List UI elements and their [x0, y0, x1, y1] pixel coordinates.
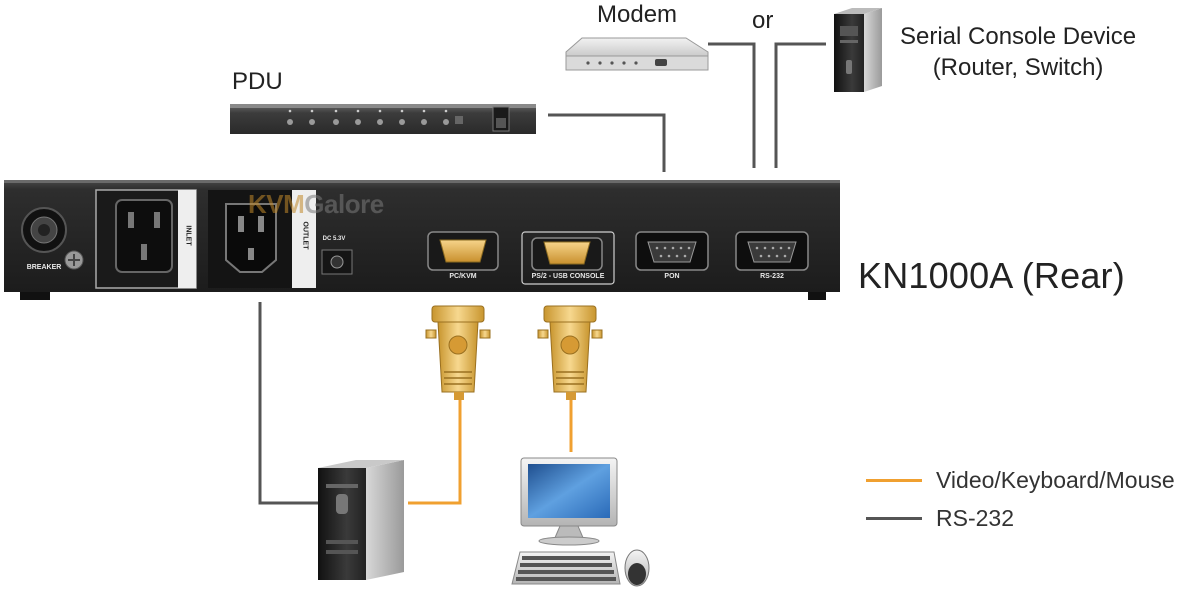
legend-swatch-rs232: [866, 517, 922, 520]
legend-item-video: Video/Keyboard/Mouse: [866, 467, 1175, 494]
pon-port: [647, 241, 697, 263]
pc-tower: [318, 460, 404, 580]
pdu-device: [230, 104, 536, 134]
ac-inlet: [115, 199, 173, 273]
dc-label: DC 5.3V: [322, 236, 346, 242]
console-port: [543, 241, 591, 265]
rs232-port-label: RS-232: [760, 273, 784, 280]
console-monitor: [520, 457, 618, 546]
dc-jack: [321, 249, 353, 275]
watermark-logo: KVMGalore: [248, 189, 384, 219]
console-mouse: [624, 549, 650, 587]
pc-kvm-cable: [408, 398, 462, 505]
serial-console-label-line2: (Router, Switch): [932, 54, 1104, 81]
pc-kvm-port-label: PC/KVM: [449, 273, 477, 280]
rs232-port: [747, 241, 797, 263]
inlet-label: INLET: [184, 225, 192, 246]
pc-rs232-cable: [258, 302, 320, 505]
pdu-label: PDU: [232, 68, 283, 95]
modem-device: [565, 37, 709, 71]
device-name-label: KN1000A (Rear): [858, 255, 1125, 296]
console-port-label: PS/2 - USB CONSOLE: [531, 273, 605, 280]
console-keyboard: [511, 551, 621, 585]
breaker-label: BREAKER: [26, 264, 62, 271]
modem-label: Modem: [597, 1, 678, 28]
legend-label-rs232: RS-232: [936, 505, 1014, 531]
serial-console-device: [834, 8, 882, 92]
serial-console-label-line1: Serial Console Device: [900, 23, 1137, 50]
legend-swatch-video: [866, 479, 922, 482]
legend-label-video: Video/Keyboard/Mouse: [936, 467, 1175, 493]
rs232-cables: [258, 42, 826, 505]
pon-port-label: PON: [664, 273, 680, 280]
legend-item-rs232: RS-232: [866, 505, 1014, 532]
pc-kvm-port: [439, 239, 487, 263]
outlet-label: OUTLET: [301, 221, 309, 250]
vga-connector-left: [425, 305, 491, 400]
kvm-cables: [408, 396, 573, 505]
pdu-cable: [548, 113, 666, 172]
kn1000a-chassis: [4, 180, 840, 300]
vga-connector-right: [537, 305, 603, 400]
modem-cable: [708, 42, 756, 168]
serial-console-cable: [774, 42, 826, 168]
or-label: or: [752, 7, 774, 34]
serial-console-label: Serial Console Device (Router, Switch): [900, 21, 1136, 83]
